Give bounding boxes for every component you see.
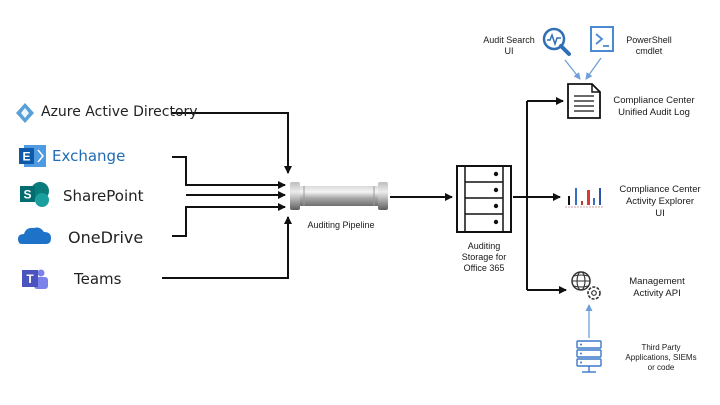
server-rack-icon [576, 340, 602, 373]
source-exchange: Exchange [52, 147, 126, 165]
storage-label-line2: Storage for [461, 252, 507, 262]
audit-search-label: Audit Search UI [478, 35, 540, 57]
pipeline-icon [290, 182, 388, 210]
arrow-azure-to-pipeline [172, 112, 292, 174]
sharepoint-icon: S [20, 182, 49, 207]
storage-label-line3: Office 365 [463, 263, 505, 273]
activity-explorer-label-line1: Compliance Center [619, 184, 701, 195]
teams-icon: T [22, 269, 48, 289]
powershell-label-line1: PowerShell [626, 35, 672, 45]
powershell-label: PowerShell cmdlet [618, 35, 680, 57]
activity-explorer-label-line2: Activity Explorer [625, 196, 695, 207]
globe-gear-icon [571, 271, 601, 300]
audit-search-label-line2: UI [504, 46, 514, 56]
third-party-label: Third Party Applications, SIEMs or code [616, 343, 706, 373]
pipeline-label: Auditing Pipeline [307, 220, 375, 230]
unified-log-label-line2: Unified Audit Log [618, 107, 690, 118]
powershell-icon [590, 26, 614, 52]
svg-text:S: S [23, 188, 31, 202]
source-onedrive: OneDrive [68, 228, 144, 247]
audit-search-label-line1: Audit Search [483, 35, 535, 45]
azure-ad-icon [16, 103, 34, 123]
audit-search-icon [542, 27, 571, 56]
management-api-label-line2: Activity API [633, 288, 681, 299]
unified-log-label: Compliance Center Unified Audit Log [604, 95, 704, 119]
onedrive-icon [18, 227, 51, 244]
arrow-search-to-log [564, 59, 581, 80]
source-teams: Teams [74, 270, 122, 288]
storage-label-line1: Auditing [467, 241, 501, 251]
bar-chart-icon [565, 188, 604, 208]
svg-text:E: E [22, 150, 30, 164]
unified-log-label-line1: Compliance Center [613, 95, 695, 106]
source-sharepoint: SharePoint [63, 187, 144, 205]
arrow-exchange-to-pipeline [172, 156, 286, 189]
exchange-icon: E [19, 145, 46, 167]
activity-explorer-label-line3: UI [655, 208, 665, 219]
activity-explorer-label: Compliance Center Activity Explorer UI [610, 184, 710, 220]
storage-server-icon [456, 165, 512, 233]
arrow-onedrive-to-pipeline [172, 203, 286, 237]
third-party-label-line3: or code [647, 363, 675, 372]
third-party-label-line1: Third Party [641, 343, 681, 352]
svg-text:T: T [26, 272, 34, 286]
management-api-label-line1: Management [629, 276, 685, 287]
arrow-teams-to-pipeline [162, 216, 292, 279]
management-api-label: Management Activity API [612, 276, 702, 300]
powershell-label-line2: cmdlet [635, 46, 663, 56]
document-icon [567, 83, 601, 119]
arrow-powershell-to-log [585, 57, 602, 80]
storage-label: Auditing Storage for Office 365 [444, 241, 524, 274]
source-azure-ad: Azure Active Directory [41, 104, 198, 120]
third-party-label-line2: Applications, SIEMs [625, 353, 697, 362]
